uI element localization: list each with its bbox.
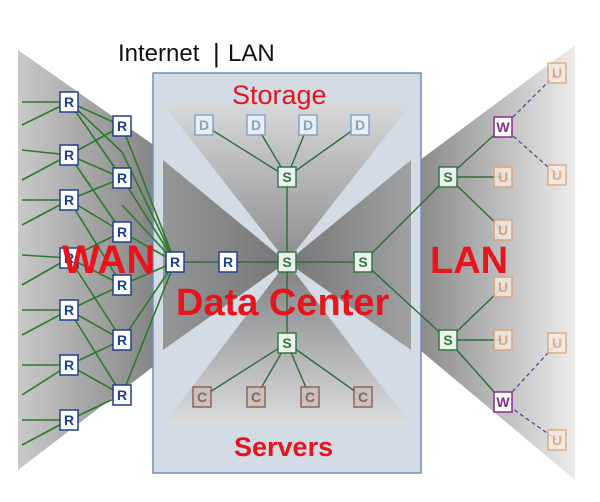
- router-node: R: [59, 299, 79, 321]
- switch-node: S: [277, 166, 297, 188]
- user-node: U: [493, 166, 513, 188]
- storage-label: Storage: [232, 80, 327, 110]
- compute-node: C: [246, 386, 266, 408]
- user-node-letter: U: [498, 279, 508, 295]
- user-node: U: [493, 219, 513, 241]
- router-node-letter: R: [64, 147, 74, 163]
- router-node: R: [59, 189, 79, 211]
- router-node-letter: R: [64, 250, 74, 266]
- router-node-letter: R: [170, 254, 180, 270]
- router-node-letter: R: [64, 302, 74, 318]
- user-node: U: [547, 62, 567, 84]
- user-node: U: [493, 329, 513, 351]
- router-node: R: [59, 354, 79, 376]
- router-node: R: [165, 251, 185, 273]
- router-node: R: [112, 384, 132, 406]
- user-node: U: [547, 164, 567, 186]
- user-node-letter: U: [552, 432, 562, 448]
- router-node: R: [59, 247, 79, 269]
- router-node-letter: R: [64, 192, 74, 208]
- disk-node: D: [194, 114, 214, 136]
- user-node-letter: U: [552, 167, 562, 183]
- disk-node-letter: D: [199, 117, 209, 133]
- compute-node: C: [192, 386, 212, 408]
- user-node: U: [547, 332, 567, 354]
- router-node: R: [112, 274, 132, 296]
- router-node-letter: R: [117, 277, 127, 293]
- switch-node: S: [353, 251, 373, 273]
- router-node-letter: R: [117, 387, 127, 403]
- switch-node-letter: S: [358, 254, 367, 270]
- wan-label: WAN: [62, 238, 156, 282]
- router-node-letter: R: [117, 332, 127, 348]
- router-node: R: [59, 91, 79, 113]
- switch-node-letter: S: [443, 169, 452, 185]
- switch-node-letter: S: [282, 169, 291, 185]
- switch-node-letter: S: [282, 254, 291, 270]
- compute-node-letter: C: [358, 389, 368, 405]
- header-separator: |: [213, 38, 220, 68]
- user-node-letter: U: [498, 222, 508, 238]
- header-lan: LAN: [228, 40, 275, 67]
- switch-node: S: [438, 329, 458, 351]
- router-node-letter: R: [117, 170, 127, 186]
- user-node-letter: U: [552, 65, 562, 81]
- wireless-node-letter: W: [496, 119, 510, 135]
- servers-label: Servers: [234, 432, 334, 462]
- switch-node: S: [438, 166, 458, 188]
- router-node: R: [59, 144, 79, 166]
- router-node: R: [112, 167, 132, 189]
- router-node: R: [59, 409, 79, 431]
- router-node-letter: R: [223, 254, 233, 270]
- switch-node: S: [277, 251, 297, 273]
- compute-node-letter: C: [251, 389, 261, 405]
- user-node-letter: U: [552, 335, 562, 351]
- lan-label: LAN: [430, 240, 509, 282]
- router-node-letter: R: [117, 224, 127, 240]
- switch-node: S: [277, 332, 297, 354]
- disk-node-letter: D: [355, 117, 365, 133]
- disk-node: D: [350, 114, 370, 136]
- wan-links: [21, 101, 176, 446]
- wireless-node: W: [493, 116, 513, 138]
- header-internet: Internet: [118, 40, 200, 67]
- compute-node-letter: C: [305, 389, 315, 405]
- user-node: U: [493, 276, 513, 298]
- compute-node: C: [300, 386, 320, 408]
- switch-node-letter: S: [282, 335, 291, 351]
- wireless-node: W: [493, 391, 513, 413]
- user-node: U: [547, 429, 567, 451]
- router-node-letter: R: [64, 94, 74, 110]
- router-node-letter: R: [64, 357, 74, 373]
- disk-node: D: [246, 114, 266, 136]
- user-node-letter: U: [498, 332, 508, 348]
- disk-node-letter: D: [303, 117, 313, 133]
- user-node-letter: U: [498, 169, 508, 185]
- disk-node-letter: D: [251, 117, 261, 133]
- disk-node: D: [298, 114, 318, 136]
- router-node: R: [112, 115, 132, 137]
- wireless-node-letter: W: [496, 394, 510, 410]
- compute-node: C: [353, 386, 373, 408]
- router-node: R: [112, 221, 132, 243]
- lan-region: [420, 45, 575, 480]
- router-node: R: [218, 251, 238, 273]
- switch-node-letter: S: [443, 332, 452, 348]
- router-node-letter: R: [64, 412, 74, 428]
- compute-node-letter: C: [197, 389, 207, 405]
- dc-right-wedge: [287, 160, 411, 350]
- data-center-label: Data Center: [176, 282, 390, 324]
- router-node-letter: R: [117, 118, 127, 134]
- router-node: R: [112, 329, 132, 351]
